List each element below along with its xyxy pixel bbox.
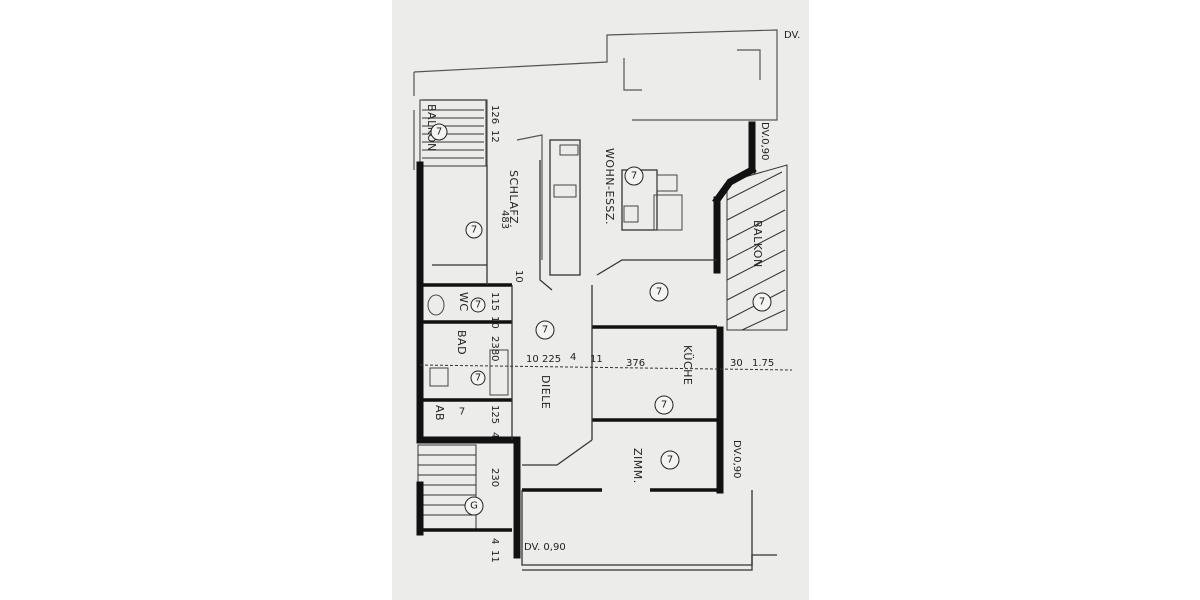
dim-230: 230 (489, 468, 500, 487)
room-code-texts: 7 7 7 7 7 7 7 7 7 7 7 G (436, 127, 765, 512)
dim-10c: 10 (526, 354, 539, 365)
room-label-bad: BAD (455, 330, 468, 355)
thin-walls (432, 139, 777, 571)
dimensions: 126 12 10 115 10 2380 225 10 4 11 376 30… (489, 105, 774, 563)
floor-plan-sheet: BALKON SCHLAFZ. 483 WOHN-ESSZ. BALKON WC… (392, 0, 809, 600)
dim-4b: 4 (489, 432, 500, 438)
code-balkon-right: 7 (759, 297, 765, 308)
dim-225: 225 (542, 354, 561, 365)
code-schlafz: 7 (471, 225, 477, 236)
dim-10a: 10 (513, 270, 524, 283)
dim-175: 1.75 (752, 358, 774, 369)
room-label-schlafz: SCHLAFZ. (507, 170, 520, 228)
room-label-wohn: WOHN-ESSZ. (603, 148, 616, 225)
dv-label-2: DV.0,90 (731, 440, 742, 479)
room-label-zimm: ZIMM. (631, 448, 644, 484)
dv-label-3: DV. 0,90 (524, 542, 566, 553)
dim-12: 12 (489, 130, 500, 143)
code-diele: 7 (542, 325, 548, 336)
code-wc: 7 (475, 300, 481, 311)
dim-10b: 10 (489, 316, 500, 329)
room-label-wc: WC (457, 292, 470, 312)
code-bad: 7 (475, 373, 481, 384)
code-ab: 7 (459, 407, 465, 418)
dim-376: 376 (626, 358, 645, 369)
walls (416, 121, 757, 559)
dim-11a: 11 (590, 354, 603, 365)
room-labels: BALKON SCHLAFZ. 483 WOHN-ESSZ. BALKON WC… (425, 104, 764, 484)
room-codes (430, 123, 772, 516)
room-dim-schlafz: 483 (499, 210, 510, 229)
stair-hatch (417, 444, 477, 531)
code-wohn: 7 (631, 171, 637, 182)
dim-4c: 4 (489, 538, 500, 544)
room-label-ab: AB (433, 405, 446, 421)
dim-30: 30 (730, 358, 743, 369)
code-balkon-top: 7 (436, 127, 442, 138)
dimension-line (419, 364, 793, 371)
room-label-diele: DIELE (539, 375, 552, 409)
dim-4a: 4 (570, 352, 576, 363)
inner-walls (420, 283, 722, 532)
dv-label-1: DV.0,90 (759, 122, 770, 161)
code-zimm: 7 (667, 455, 673, 466)
label-g: G (470, 501, 478, 512)
room-label-kueche: KÜCHE (681, 345, 694, 385)
floor-plan-drawing: BALKON SCHLAFZ. 483 WOHN-ESSZ. BALKON WC… (413, 29, 800, 571)
code-kueche: 7 (661, 400, 667, 411)
balcony-top-hatch (419, 99, 487, 167)
dv-annotations: DV. DV.0,90 DV.0,90 DV. 0,90 (524, 30, 800, 553)
room-label-balkon-top: BALKON (425, 104, 438, 152)
dim-115: 115 (489, 292, 500, 311)
dim-125: 125 (489, 405, 500, 424)
dim-11b: 11 (489, 550, 500, 563)
dim-126: 126 (489, 105, 500, 124)
header-mark: DV. (784, 30, 800, 41)
room-label-balkon-right: BALKON (751, 220, 764, 268)
code-extra-1: 7 (656, 287, 662, 298)
furniture (427, 144, 683, 396)
dim-2380: 2380 (489, 336, 500, 361)
